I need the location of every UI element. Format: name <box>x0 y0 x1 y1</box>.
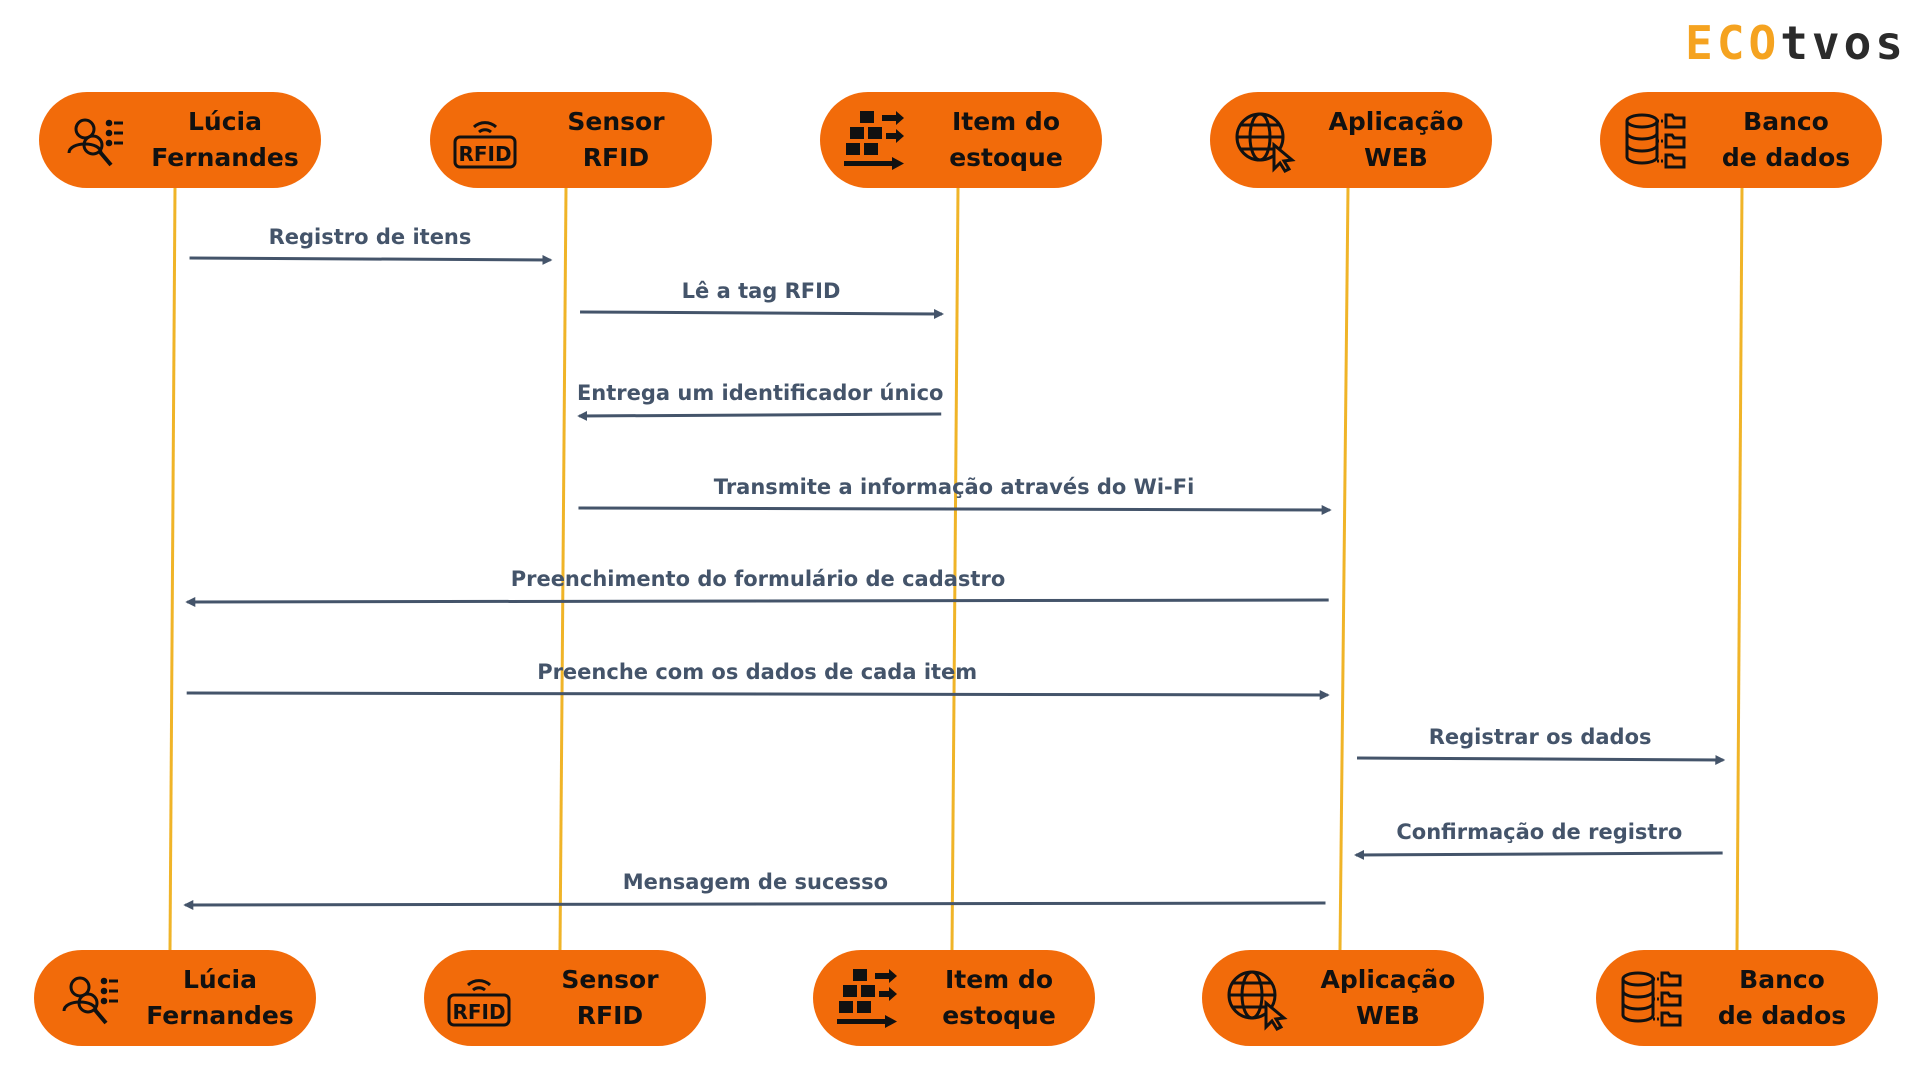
rfid-icon: RFID <box>452 107 518 173</box>
lifeline-item <box>950 187 960 951</box>
lifeline-app <box>1338 187 1350 951</box>
participant-app-bottom: Aplicação WEB <box>1202 950 1484 1046</box>
message-arrow <box>186 689 1330 700</box>
message-label: Registro de itens <box>269 225 472 249</box>
message-label: Lê a tag RFID <box>682 279 841 303</box>
user-search-icon <box>61 107 127 173</box>
message-arrow <box>185 596 1329 607</box>
message-arrow <box>189 254 553 265</box>
message-label: Confirmação de registro <box>1396 820 1682 844</box>
globe-cursor-icon <box>1224 965 1290 1031</box>
participant-lucia-bottom: Lúcia Fernandes <box>34 950 316 1046</box>
participant-lucia-top: Lúcia Fernandes <box>39 92 321 188</box>
message-arrow <box>577 410 942 421</box>
participant-db-bottom: Banco de dados <box>1596 950 1878 1046</box>
participant-label: Sensor RFID <box>561 965 659 1030</box>
user-search-icon <box>56 965 122 1031</box>
participant-label: Sensor RFID <box>567 107 665 172</box>
boxes-icon <box>842 107 908 173</box>
database-icon <box>1618 965 1684 1031</box>
participant-label: Banco de dados <box>1721 107 1851 172</box>
message-label: Transmite a informação através do Wi-Fi <box>714 475 1195 499</box>
message-arrow <box>580 308 945 319</box>
svg-text:RFID: RFID <box>458 142 511 166</box>
lifeline-db <box>1735 187 1744 951</box>
participant-label: Aplicação WEB <box>1328 107 1464 172</box>
participant-sensor-bottom: RFID Sensor RFID <box>424 950 706 1046</box>
message-label: Preenchimento do formulário de cadastro <box>511 567 1006 591</box>
participant-label: Item do estoque <box>942 965 1056 1030</box>
boxes-icon <box>835 965 901 1031</box>
participant-db-top: Banco de dados <box>1600 92 1882 188</box>
participant-sensor-top: RFID Sensor RFID <box>430 92 712 188</box>
message-label: Entrega um identificador único <box>577 381 944 405</box>
logo-suffix: tvos <box>1780 16 1907 70</box>
participant-label: Item do estoque <box>949 107 1063 172</box>
lifeline-sensor <box>558 187 568 951</box>
participant-label: Lúcia Fernandes <box>151 107 299 172</box>
message-arrow <box>183 899 1326 910</box>
participant-label: Banco de dados <box>1717 965 1847 1030</box>
message-label: Registrar os dados <box>1429 725 1652 749</box>
message-label: Preenche com os dados de cada item <box>537 660 977 684</box>
participant-item-bottom: Item do estoque <box>813 950 1095 1046</box>
message-arrow <box>1357 754 1726 765</box>
message-arrow <box>1354 849 1723 860</box>
message-arrow <box>578 504 1332 515</box>
rfid-icon: RFID <box>446 965 512 1031</box>
lifeline-lucia <box>168 187 177 951</box>
participant-label: Aplicação WEB <box>1320 965 1456 1030</box>
globe-cursor-icon <box>1232 107 1298 173</box>
participant-label: Lúcia Fernandes <box>146 965 294 1030</box>
participant-item-top: Item do estoque <box>820 92 1102 188</box>
logo-prefix: ECO <box>1685 16 1781 70</box>
database-icon <box>1622 107 1688 173</box>
svg-text:RFID: RFID <box>452 1000 505 1024</box>
message-label: Mensagem de sucesso <box>623 870 888 894</box>
participant-app-top: Aplicação WEB <box>1210 92 1492 188</box>
